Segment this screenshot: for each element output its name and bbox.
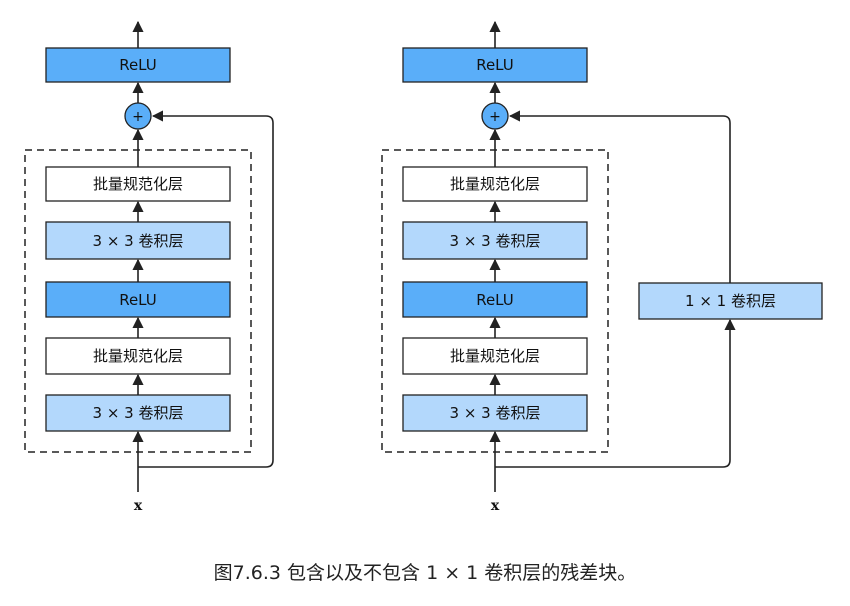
right-relu-box — [402, 281, 588, 318]
left-skip-connection — [138, 110, 274, 468]
right-relu-output-box — [402, 47, 588, 83]
right-shortcut-upper — [508, 110, 731, 283]
left-bn-label-1: 批量规范化层 — [93, 175, 183, 193]
right-relu-label: ReLU — [476, 291, 514, 309]
left-conv3x3-label-2: 3 × 3 卷积层 — [93, 404, 184, 422]
right-residual-block: ReLU + 批量规范化层 3 × 3 卷积层 ReLU 批量规范化层 3 × … — [381, 20, 823, 514]
left-relu-label: ReLU — [119, 291, 157, 309]
left-bn-box-1 — [45, 166, 231, 202]
right-conv3x3-box-2 — [402, 394, 588, 432]
left-conv3x3-label-1: 3 × 3 卷积层 — [93, 232, 184, 250]
right-conv1x1-box — [638, 282, 823, 320]
left-bn-label-2: 批量规范化层 — [93, 347, 183, 365]
left-conv3x3-box-2 — [45, 394, 231, 432]
left-add-symbol: + — [132, 109, 144, 125]
right-bn-box-1 — [402, 166, 588, 202]
right-add-node — [481, 102, 509, 130]
right-conv3x3-box-1 — [402, 221, 588, 260]
left-residual-block: ReLU + 批量规范化层 3 × 3 卷积层 ReLU 批量规范化层 3 × … — [24, 20, 274, 514]
right-shortcut-lower — [495, 318, 736, 468]
figure-caption: 图7.6.3 包含以及不包含 1 × 1 卷积层的残差块。 — [213, 562, 637, 584]
left-add-node — [124, 102, 152, 130]
right-bn-box-2 — [402, 337, 588, 375]
left-relu-output-box — [45, 47, 231, 83]
left-relu-output-label: ReLU — [119, 56, 157, 74]
right-conv1x1-label: 1 × 1 卷积层 — [685, 292, 776, 310]
right-input-label: x — [491, 498, 500, 514]
right-conv3x3-label-2: 3 × 3 卷积层 — [450, 404, 541, 422]
right-relu-output-label: ReLU — [476, 56, 514, 74]
right-conv3x3-label-1: 3 × 3 卷积层 — [450, 232, 541, 250]
right-bn-label-2: 批量规范化层 — [450, 347, 540, 365]
left-input-label: x — [134, 498, 143, 514]
right-add-symbol: + — [489, 109, 501, 125]
left-conv3x3-box-1 — [45, 221, 231, 260]
right-bn-label-1: 批量规范化层 — [450, 175, 540, 193]
left-bn-box-2 — [45, 337, 231, 375]
left-relu-box — [45, 281, 231, 318]
